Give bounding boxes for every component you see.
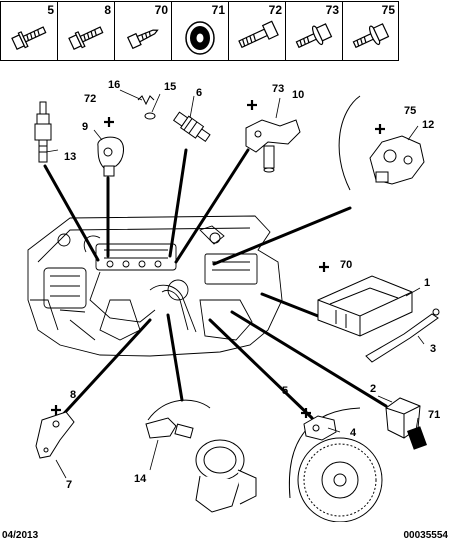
part-1-ecu [317,275,413,337]
hardware-ref: 71 [211,3,225,17]
callout-7: 7 [66,479,72,491]
part-71-plug [407,426,427,450]
callout-10: 10 [292,89,304,101]
hardware-ref: 72 [268,3,282,17]
hardware-cell-71[interactable]: 71 [171,1,228,61]
callout-6: 6 [196,87,202,99]
footer-reference: 00035554 [403,530,449,541]
hardware-cell-8[interactable]: 8 [57,1,114,61]
part-9-knock-sensor [97,136,124,177]
callout-16: 16 [108,79,120,91]
flange-screw-icon [68,26,104,50]
callout-1: 1 [424,277,430,289]
part-6-temperature-sensor [172,111,211,143]
callout-ticks [45,89,425,479]
hardware-cell-73[interactable]: 73 [285,1,342,61]
part-3-bracket [365,308,440,363]
callout-71: 71 [428,409,440,421]
leader-lines [43,148,388,422]
part-15-seal [144,112,156,120]
part-10-camshaft-sensor [245,119,301,173]
hardware-ref: 70 [154,3,168,17]
hardware-ref: 8 [104,3,111,17]
flange-screw-icon [11,26,47,50]
engine-bay [27,215,283,357]
hardware-ref: 73 [325,3,339,17]
footer-date: 04/2013 [2,530,39,541]
callout-70: 70 [340,259,352,271]
hardware-cell-5[interactable]: 5 [0,1,57,61]
washer-screw-icon [352,23,390,49]
washer-screw-icon [295,23,333,49]
callout-5: 5 [282,385,288,397]
callout-73: 73 [272,83,284,95]
washer-icon [185,21,215,55]
socket-screw-icon [238,20,279,49]
part-7-sensor [35,411,75,459]
part-12-position-sensor [369,135,425,185]
hardware-cell-72[interactable]: 72 [228,1,285,61]
callout-2: 2 [370,383,376,395]
part-13-sensor [34,101,52,163]
callout-13: 13 [64,151,76,163]
callout-3: 3 [430,343,436,355]
callout-75: 75 [404,105,416,117]
hardware-ref: 5 [47,3,54,17]
short-screw-icon [126,29,159,50]
engine-sensor-diagram: 1 2 3 4 5 6 7 8 9 10 12 13 14 15 16 70 7… [27,79,440,522]
part-16-clip [137,95,155,106]
callout-4: 4 [350,427,357,439]
magnifier-arcs [147,95,361,499]
part-4-crank-sensor [303,415,337,441]
callout-9: 9 [82,121,88,133]
flywheel [297,437,383,522]
callout-15: 15 [164,81,176,93]
part-14-throttle-body [145,417,257,513]
hardware-cell-75[interactable]: 75 [342,1,399,61]
hardware-cell-70[interactable]: 70 [114,1,171,61]
callout-72: 72 [84,93,96,105]
hardware-ref: 75 [381,3,395,17]
callout-14: 14 [134,473,147,485]
callout-8: 8 [70,389,76,401]
part-2-relay [385,397,421,439]
plus-markers [51,100,385,418]
callout-12: 12 [422,119,434,131]
hardware-strip: 5 8 70 71 [0,0,450,62]
